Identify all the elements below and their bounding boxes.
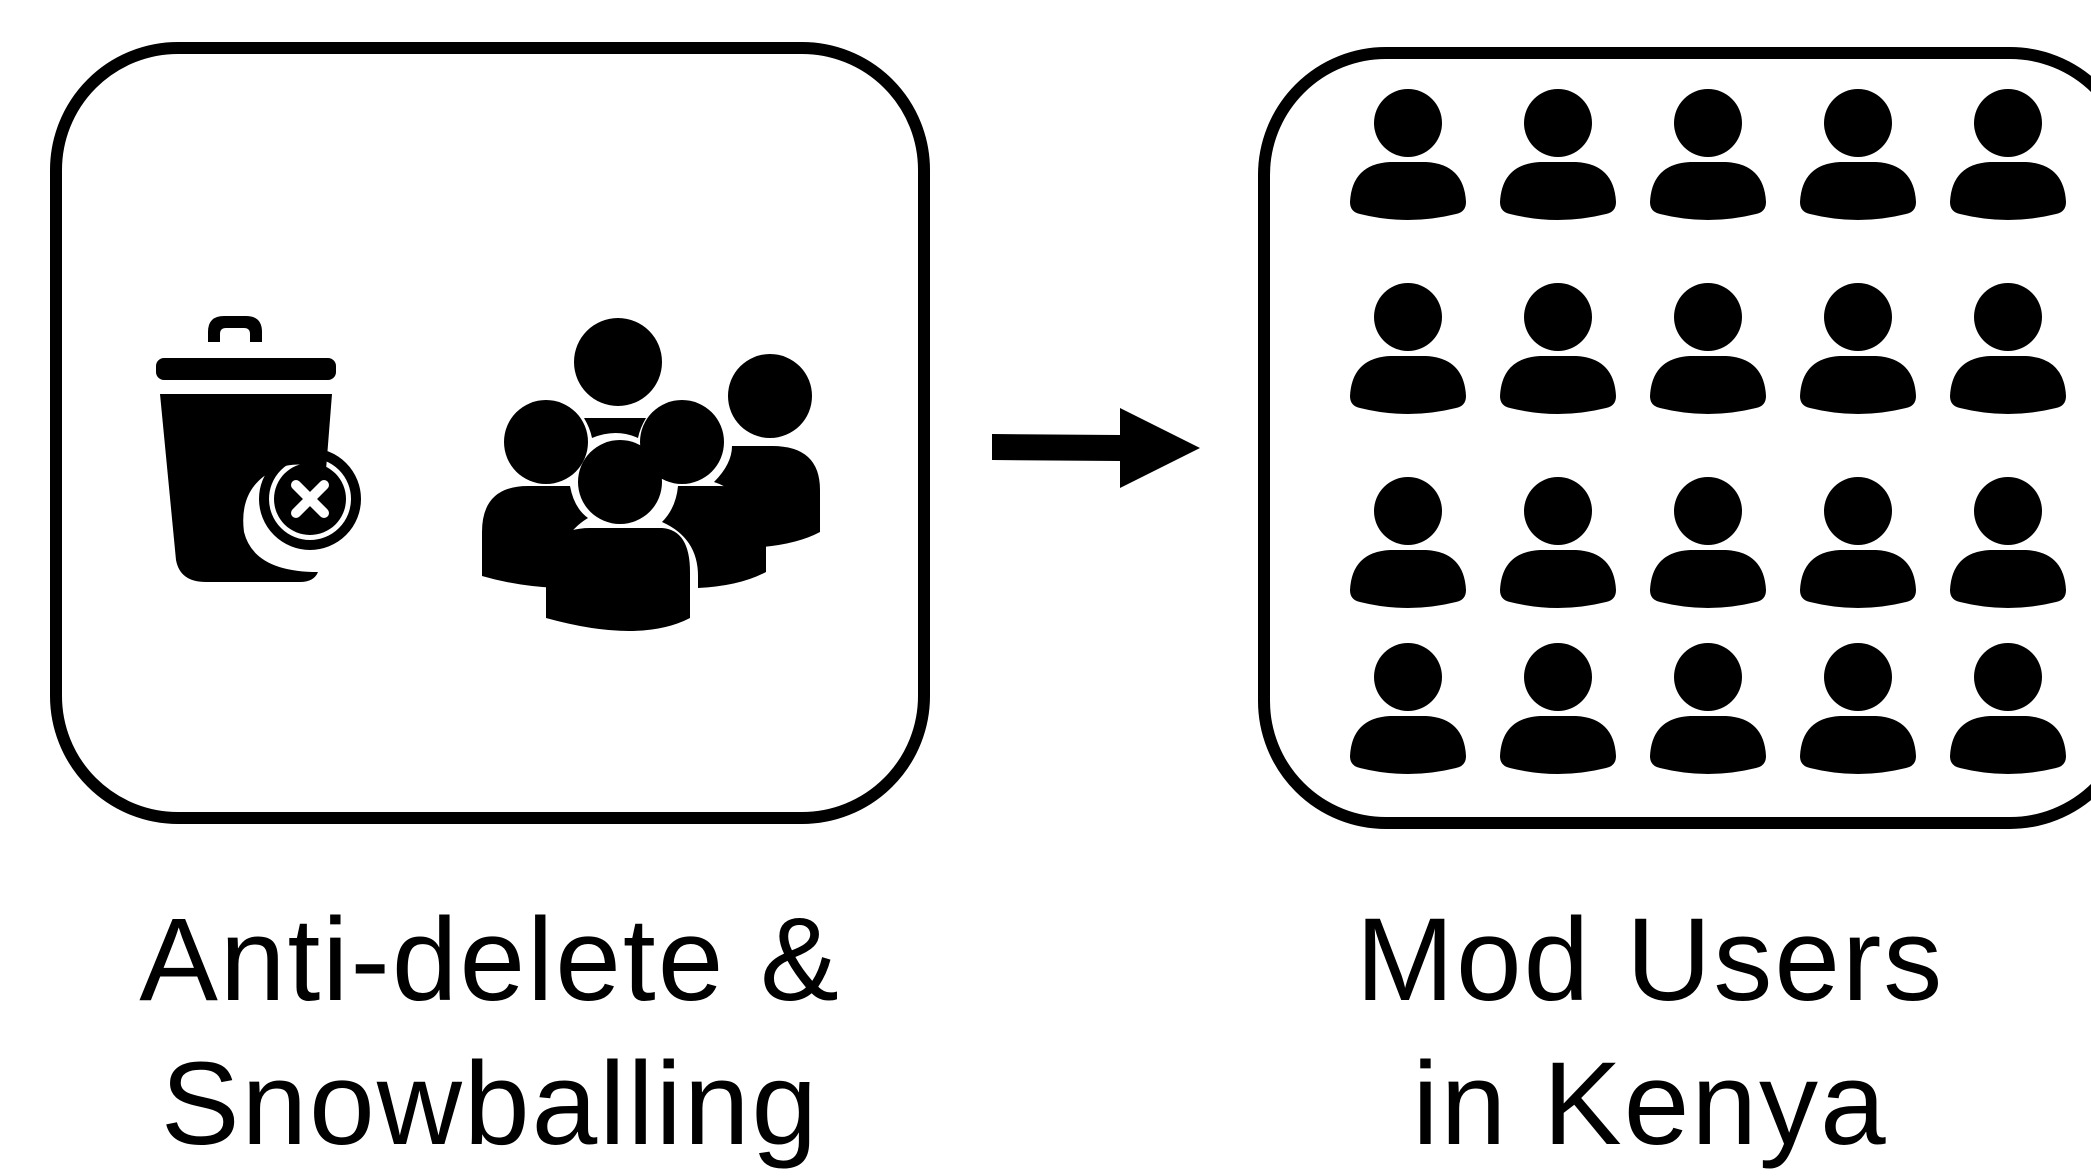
user-grid <box>1350 89 2066 774</box>
user-icon <box>1950 283 2066 414</box>
user-icon <box>1950 643 2066 774</box>
user-icon <box>1950 477 2066 608</box>
user-icon <box>1350 643 1466 774</box>
right-caption-line-2: in Kenya <box>1412 1038 1888 1170</box>
user-icon <box>1800 89 1916 220</box>
user-icon <box>1800 283 1916 414</box>
user-icon <box>1650 477 1766 608</box>
user-icon <box>1650 89 1766 220</box>
right-caption-line-1: Mod Users <box>1355 894 1945 1026</box>
user-icon <box>1500 643 1616 774</box>
user-icon <box>1500 89 1616 220</box>
user-icon <box>1350 477 1466 608</box>
user-icon <box>1800 643 1916 774</box>
left-caption-line-1: Anti-delete & <box>139 894 841 1026</box>
user-icon <box>1350 283 1466 414</box>
user-group-icon <box>482 318 820 631</box>
user-icon <box>1950 89 2066 220</box>
right-arrow-icon <box>992 408 1200 488</box>
user-icon <box>1800 477 1916 608</box>
user-icon <box>1650 283 1766 414</box>
user-icon <box>1500 283 1616 414</box>
left-caption-line-2: Snowballing <box>160 1038 820 1170</box>
trash-delete-icon <box>156 316 361 582</box>
user-icon <box>1500 477 1616 608</box>
left-caption: Anti-delete & Snowballing <box>40 888 940 1176</box>
user-icon <box>1650 643 1766 774</box>
user-icon <box>1350 89 1466 220</box>
right-caption: Mod Users in Kenya <box>1230 888 2070 1176</box>
